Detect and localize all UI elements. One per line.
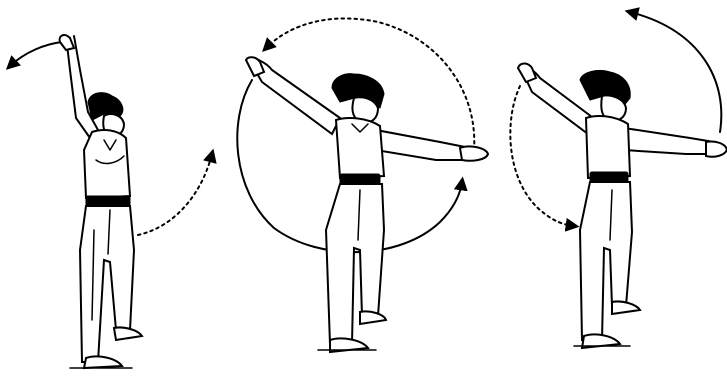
panel-1-figure [10,35,212,368]
panel-3-figure [510,12,727,348]
panel-1-swing-arrow-top [10,42,62,66]
panel-2-figure [237,18,488,352]
panel-1-swing-arrow-right [138,154,212,235]
panel-3-swing-arrow-top [630,12,721,132]
